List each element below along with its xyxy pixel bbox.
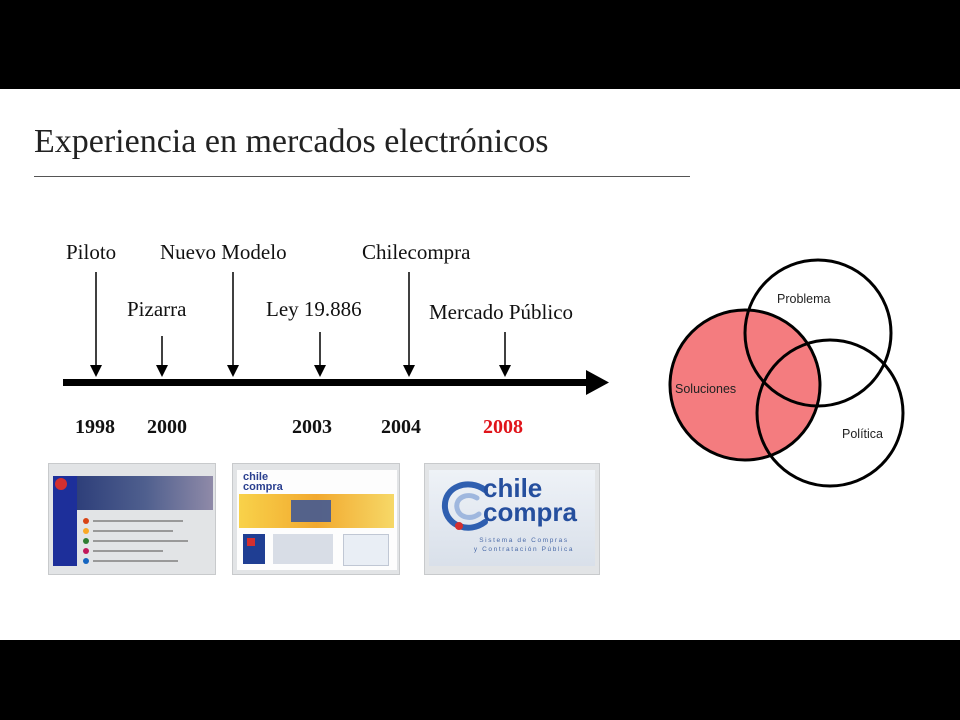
portal-logo-icon — [55, 478, 67, 490]
venn-circle-soluciones — [668, 308, 822, 462]
timeline-axis — [63, 379, 589, 386]
venn-label-politica: Política — [842, 427, 883, 441]
label-mercado-publico: Mercado Público — [429, 300, 574, 324]
label-ley: Ley 19.886 — [266, 297, 362, 321]
portal-logo: chile compra — [243, 471, 283, 493]
pointer-arrowhead-mercado-publico — [499, 365, 511, 377]
portal-banner-box — [291, 500, 331, 522]
portal-side-panel — [343, 534, 389, 566]
title-underline — [34, 176, 690, 177]
screenshot-portal-2003: chile compra — [232, 463, 400, 575]
portal-sidebar — [53, 476, 77, 566]
screenshot-chilecompra-logo: chile compra Sistema de Compras y Contra… — [424, 463, 600, 575]
portal-flag-icon — [247, 538, 255, 546]
year-2004: 2004 — [381, 416, 421, 438]
logo-text-compra: compra — [483, 497, 577, 527]
venn-circle-problema — [743, 258, 893, 408]
year-2003: 2003 — [292, 416, 332, 438]
timeline-graphic — [63, 272, 609, 395]
year-1998: 1998 — [75, 416, 115, 438]
chilecompra-logo-text: chile compra — [483, 473, 577, 527]
pointer-arrowhead-nuevo-modelo — [227, 365, 239, 377]
logo-text-chile: chile — [483, 473, 543, 503]
venn-diagram: Problema Soluciones Política — [668, 258, 905, 488]
label-piloto: Piloto — [66, 240, 117, 264]
pointer-arrowhead-chilecompra — [403, 365, 415, 377]
portal-content-list — [83, 516, 203, 568]
venn-label-problema: Problema — [777, 292, 831, 306]
portal-content-block — [273, 534, 333, 564]
slide: Experiencia en mercados electrónicos Pil… — [0, 89, 960, 640]
label-nuevo-modelo: Nuevo Modelo — [160, 240, 287, 264]
chilecompra-tagline: Sistema de Compras y Contratación Públic… — [473, 537, 575, 553]
venn-circle-politica — [755, 338, 905, 488]
pointer-arrowhead-piloto — [90, 365, 102, 377]
screenshot-portal-1998 — [48, 463, 216, 575]
pointer-arrowhead-pizarra — [156, 365, 168, 377]
label-pizarra: Pizarra — [127, 297, 187, 321]
slide-title: Experiencia en mercados electrónicos — [34, 123, 549, 160]
chilecompra-swirl-icon — [441, 481, 488, 531]
timeline-axis-arrowhead — [586, 370, 609, 395]
year-2000: 2000 — [147, 416, 187, 438]
portal-banner-image — [77, 476, 213, 510]
venn-label-soluciones: Soluciones — [675, 382, 736, 396]
pointer-arrowhead-ley — [314, 365, 326, 377]
label-chilecompra: Chilecompra — [362, 240, 471, 264]
year-2008: 2008 — [483, 416, 523, 438]
